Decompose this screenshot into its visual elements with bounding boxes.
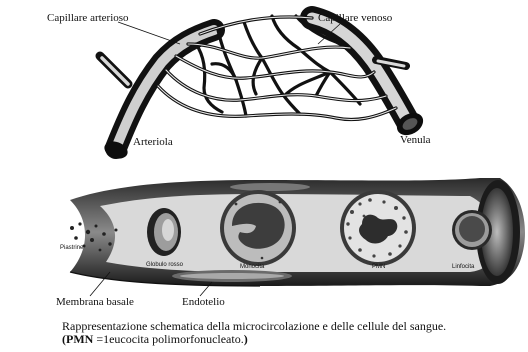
label-venula: Venula [400,134,431,146]
red-blood-cell [147,208,181,256]
label-monocita: Monocita [240,264,265,270]
caption-definition: =1eucocita polimorfonucleato. [93,332,243,346]
label-endotelio: Endotelio [182,296,225,308]
caption-end: ) [244,332,248,346]
label-linfocita: Linfocita [452,264,475,270]
monocyte-cell [220,190,296,266]
pmn-cell [340,190,416,266]
label-membrana-basale: Membrana basale [56,296,134,308]
label-piastrine: Piastrine [60,245,84,251]
label-globulo-rosso: Globulo rosso [146,262,184,268]
caption-abbr: (PMN [62,332,93,346]
label-capillare-venoso: Capillare venoso [318,12,393,24]
label-arteriola: Arteriola [133,136,173,148]
lymphocyte-cell [452,210,492,250]
caption-line-2: (PMN =1eucocita polimorfonucleato.) [62,333,528,346]
label-pmn: PMN [372,264,385,270]
label-capillare-arterioso: Capillare arterioso [47,12,129,24]
figure-caption: Rappresentazione schematica della microc… [62,320,528,346]
